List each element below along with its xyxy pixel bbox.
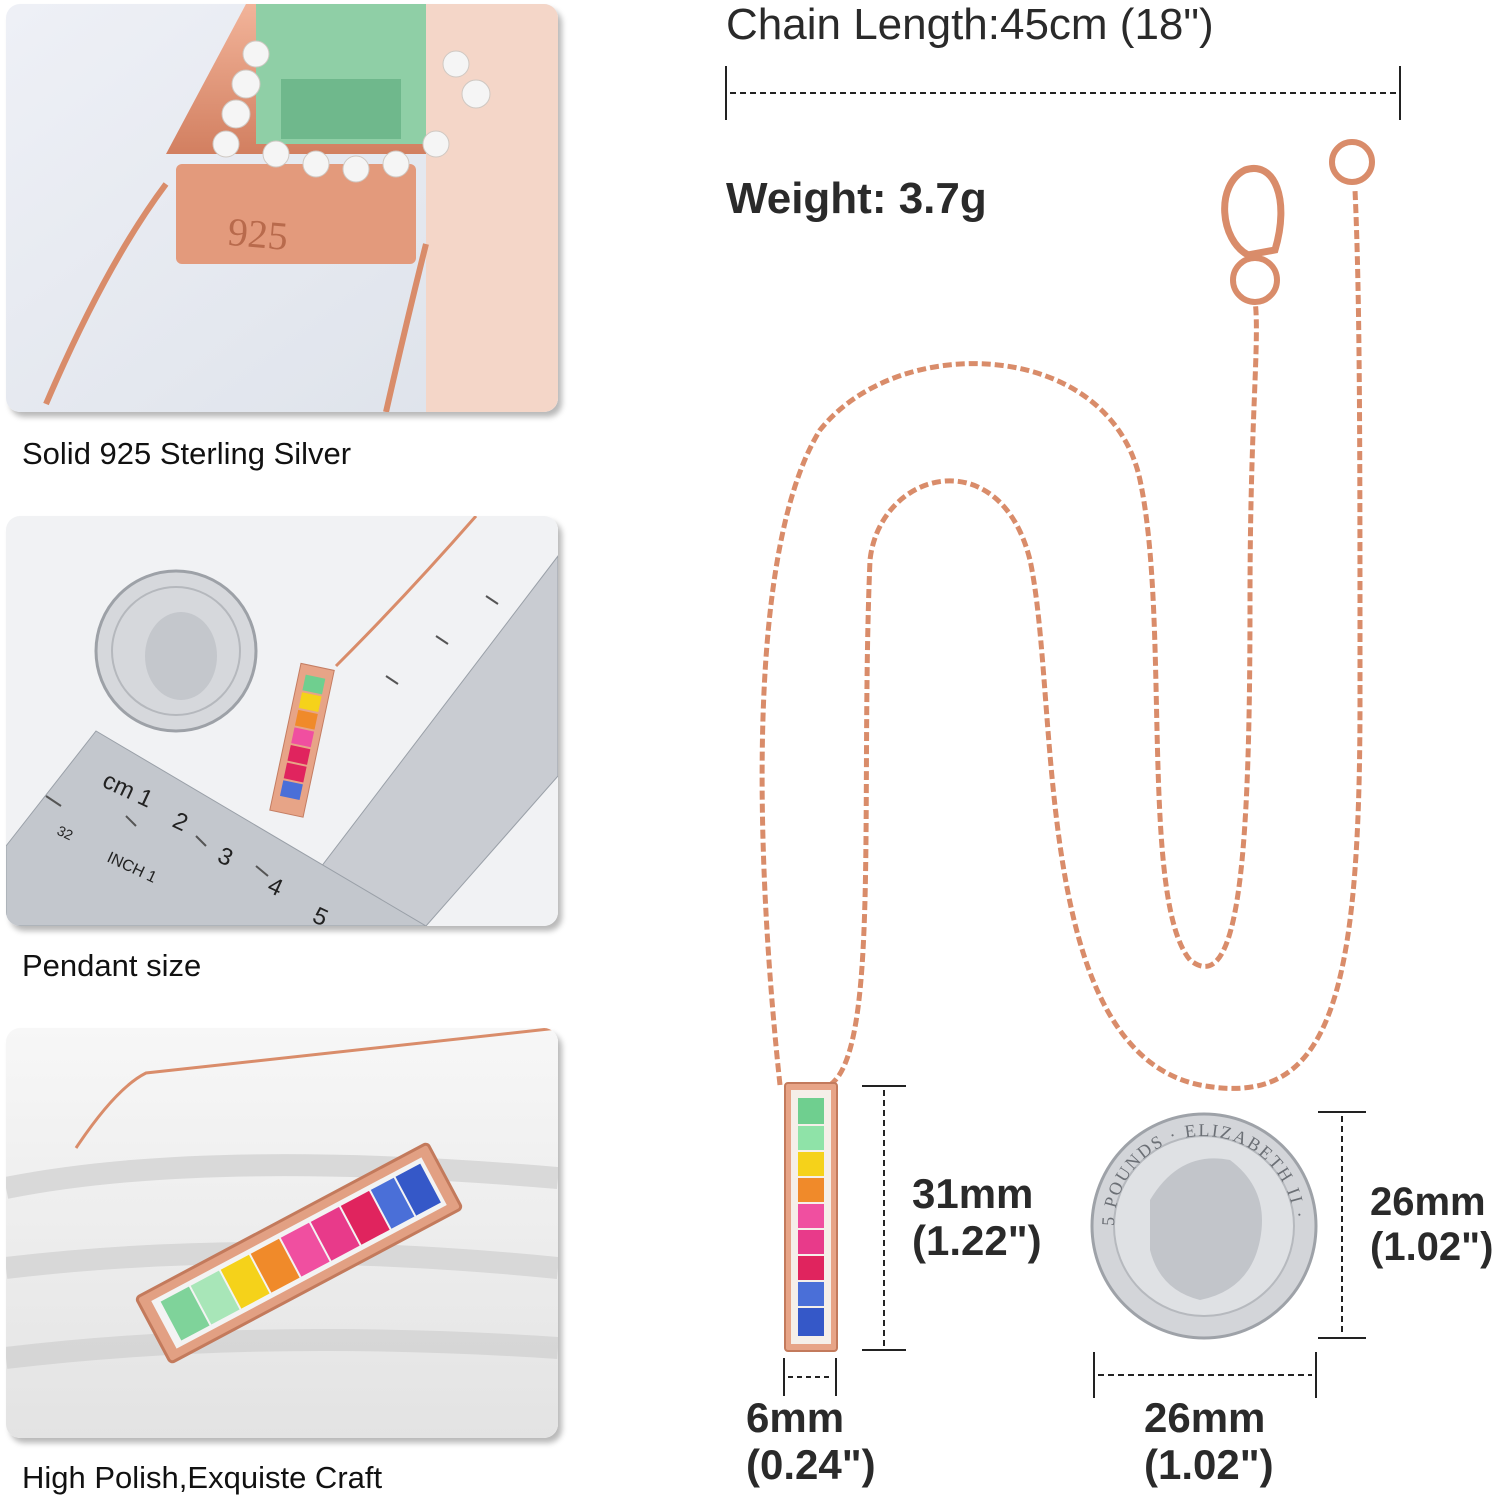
coin-width-mm: 26mm (1144, 1394, 1266, 1441)
coin-height-mm: 26mm (1370, 1180, 1486, 1224)
weight-label: Weight: 3.7g (726, 174, 987, 223)
coin-width-dimension-line (1093, 1352, 1317, 1398)
stamp-925: 925 (226, 209, 290, 259)
pendant-width-inch: (0.24") (746, 1441, 876, 1489)
coin-height-label: 26mm (1.02") (1370, 1180, 1493, 1270)
panel-high-polish (6, 1028, 558, 1438)
necklace-chain (759, 189, 1363, 1091)
caption-high-polish: High Polish,Exquiste Craft (22, 1460, 383, 1495)
ruler-label-32: 32 (55, 822, 76, 843)
panel-sterling-silver: 925 (6, 4, 558, 412)
caption-pendant-size: Pendant size (22, 948, 202, 983)
coin-height-dimension-line (1318, 1111, 1366, 1339)
pendant-height-dimension-line (862, 1085, 906, 1351)
pendant-ruler-image: cm 1 2 3 4 5 INCH 1 32 (6, 516, 558, 926)
coin-height-inch: (1.02") (1370, 1224, 1494, 1269)
pendant-width-mm: 6mm (746, 1394, 845, 1441)
panel-pendant-size: cm 1 2 3 4 5 INCH 1 32 (6, 516, 558, 926)
pendant-height-inch: (1.22") (912, 1217, 1042, 1265)
pendant-width-dimension-line (783, 1358, 837, 1396)
high-polish-image (6, 1028, 558, 1438)
pendant-bar (784, 1082, 838, 1352)
pendant-width-label: 6mm (0.24") (746, 1394, 876, 1488)
sterling-closeup-image: 925 (6, 4, 558, 412)
pendant-height-mm: 31mm (912, 1170, 1034, 1217)
caption-sterling-silver: Solid 925 Sterling Silver (22, 436, 352, 471)
chain-length-dimension-line (725, 66, 1401, 120)
coin-width-inch: (1.02") (1144, 1441, 1274, 1489)
chain-length-label: Chain Length:45cm (18") (726, 0, 1214, 49)
lobster-clasp (1221, 139, 1375, 305)
pendant-height-label: 31mm (1.22") (912, 1170, 1042, 1264)
coin-width-label: 26mm (1.02") (1144, 1394, 1274, 1488)
